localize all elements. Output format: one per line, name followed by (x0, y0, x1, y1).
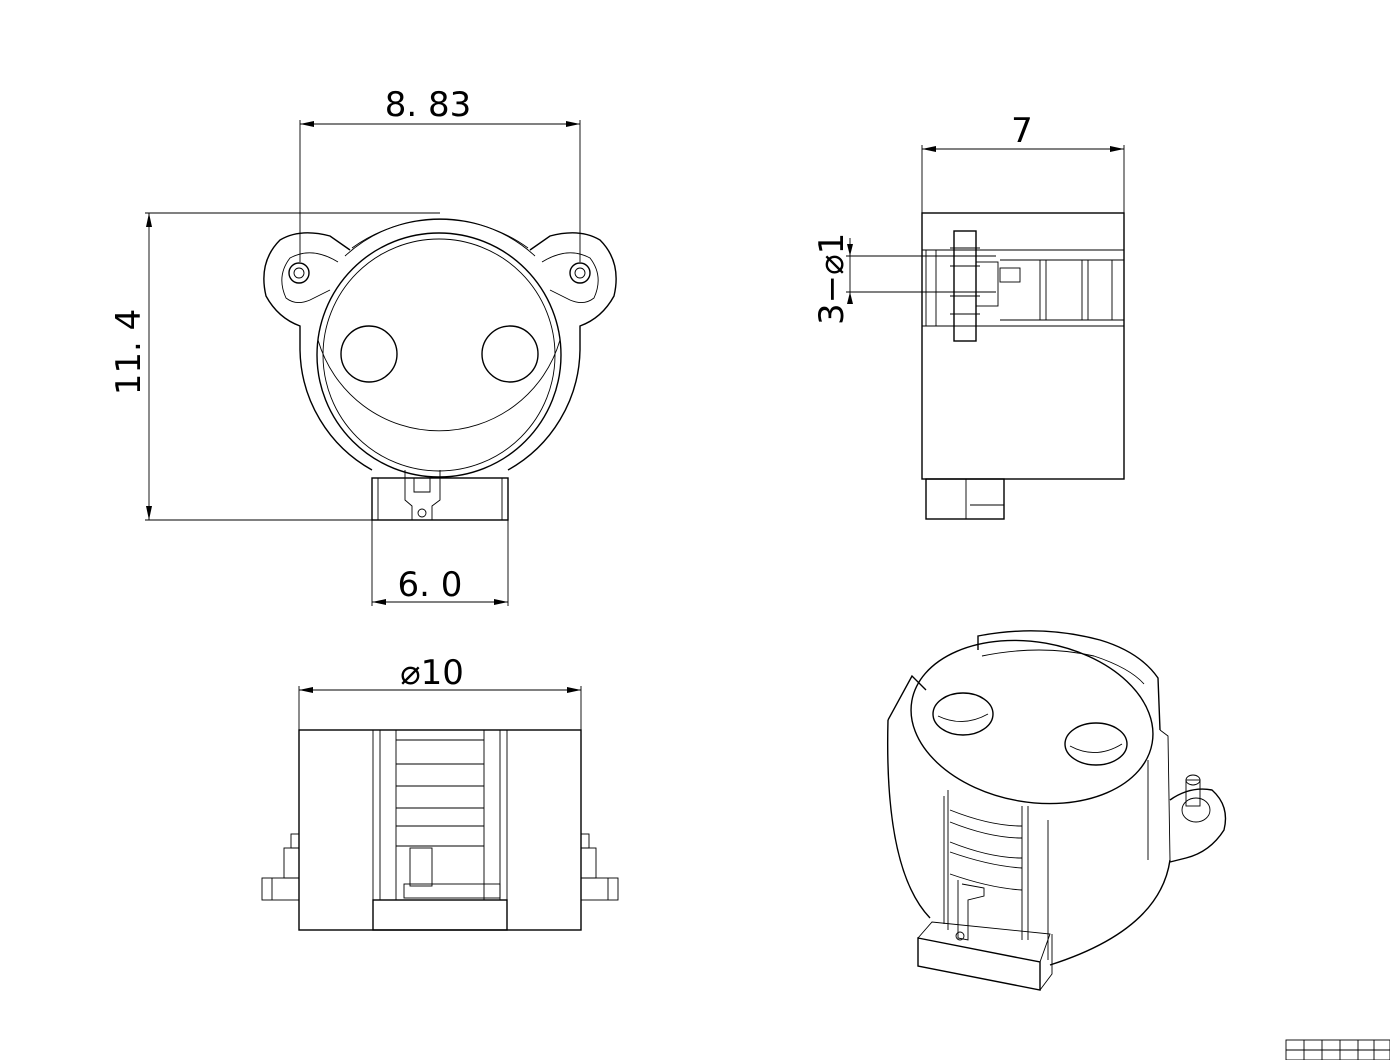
dim-top-width-label: 8. 83 (385, 85, 472, 125)
dim-depth: 7 (921, 111, 1125, 213)
iso-base-tab (917, 937, 1041, 991)
front-view-hole-left (288, 262, 310, 284)
bottom-view-ear-right (580, 877, 619, 901)
dim-pin-hole-diameter: 1 (812, 233, 852, 255)
front-view-outer-body (299, 349, 581, 471)
iso-hole-left (932, 692, 994, 736)
iso-pin (1169, 788, 1227, 863)
dim-diameter-label: 10 (421, 653, 464, 693)
side-view-tab (925, 478, 1005, 520)
iso-outer-body (886, 719, 1171, 966)
bottom-view-ear-left (261, 877, 300, 901)
diameter-symbol: ⌀ (400, 653, 420, 693)
front-view-pin-hole-left (340, 325, 398, 383)
front-view-hole-right (569, 262, 591, 284)
front-view (263, 218, 617, 521)
dim-top-width: 8. 83 (299, 85, 581, 262)
dim-pin-hole: 3−⌀1 (812, 233, 996, 325)
dim-base-width-label: 6. 0 (398, 565, 463, 605)
front-view-pin-hole-right (481, 325, 539, 383)
isometric-view (886, 630, 1227, 991)
dim-height-label: 11. 4 (109, 309, 149, 396)
front-view-ear-left (263, 232, 351, 350)
bottom-view (261, 729, 619, 931)
front-view-disc (316, 232, 562, 478)
iso-hole-right (1064, 722, 1128, 766)
front-view-ear-right (529, 232, 617, 350)
dim-height: 11. 4 (109, 212, 440, 521)
svg-text:⌀10: ⌀10 (400, 653, 464, 693)
dim-base-width: 6. 0 (371, 520, 509, 606)
side-view (921, 212, 1125, 520)
dim-pin-hole-count: 3− (812, 275, 852, 325)
diameter-symbol: ⌀ (812, 254, 852, 274)
iso-top-disc (910, 639, 1154, 805)
side-view-flange (953, 230, 977, 342)
svg-text:3−⌀1: 3−⌀1 (812, 233, 852, 325)
dim-diameter: ⌀10 (298, 653, 582, 730)
title-block (1285, 1039, 1390, 1060)
side-view-body (921, 212, 1125, 480)
dim-depth-label: 7 (1011, 111, 1033, 151)
bottom-view-base (372, 899, 508, 931)
